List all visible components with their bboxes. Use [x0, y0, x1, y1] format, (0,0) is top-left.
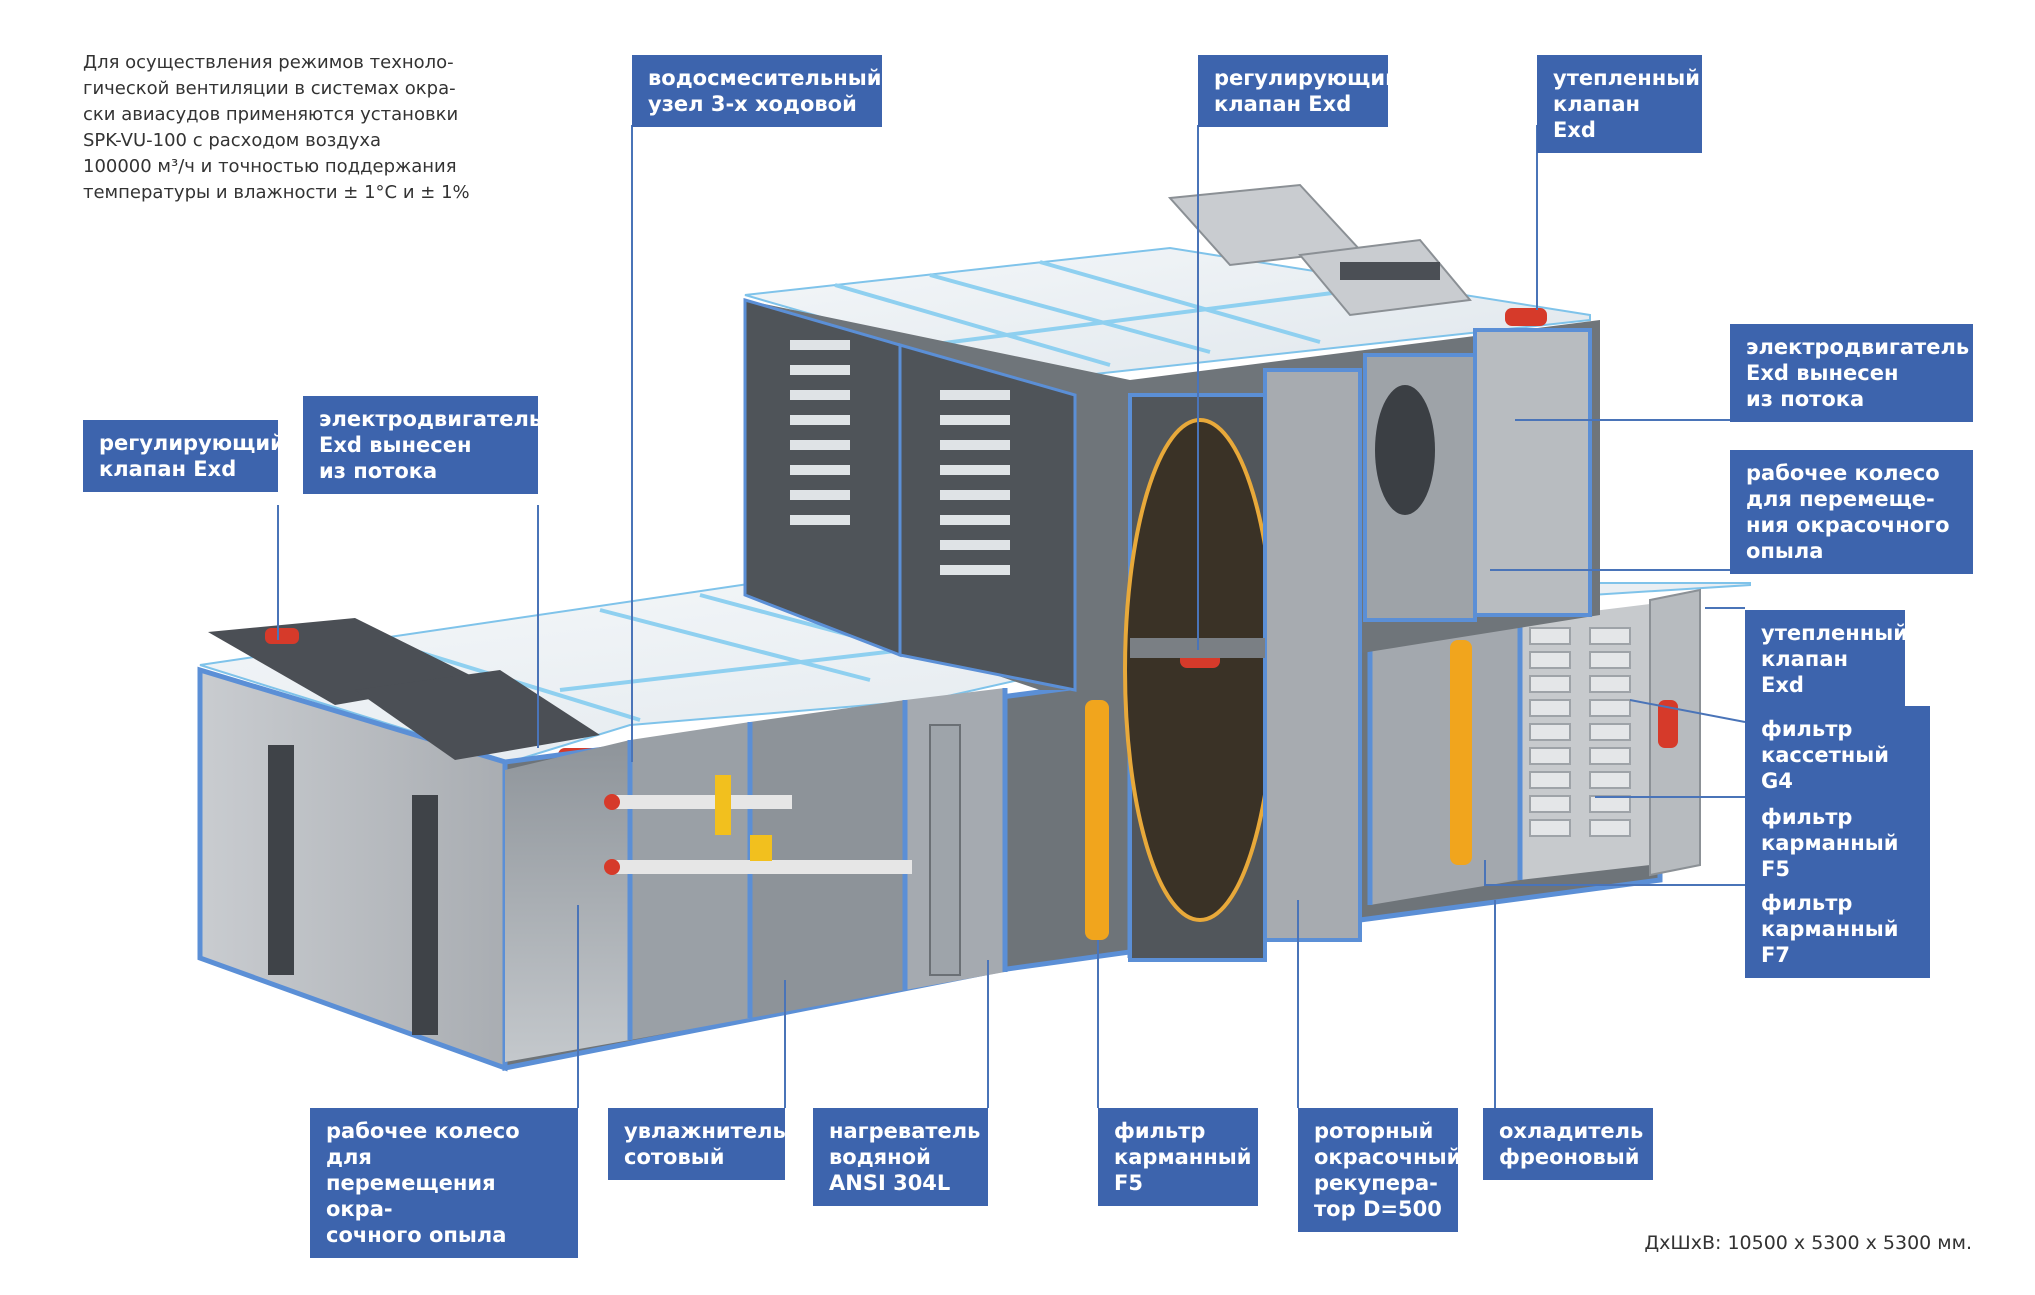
left-grille-1 — [268, 745, 294, 975]
label-filter-f5-bottom: фильтр карманный F5 — [1098, 1108, 1258, 1206]
upper-motor-chamber — [1473, 328, 1592, 617]
left-damper-motor — [265, 628, 299, 644]
label-heater: нагреватель водяной ANSI 304L — [813, 1108, 988, 1206]
heater-chamber — [750, 700, 905, 1018]
leader-paths — [277, 125, 1746, 1108]
heater-coil — [929, 724, 961, 976]
label-filter-g4: фильтр кассетный G4 — [1745, 706, 1930, 804]
top-damper-motor — [1505, 308, 1547, 326]
label-wheel-right: рабочее колесо для перемеще- ния окрасоч… — [1730, 450, 1973, 574]
label-motor-right: электродвигатель Exd вынесен из потока — [1730, 324, 1973, 422]
upper-filter-slats — [790, 340, 1010, 575]
intro-text: Для осуществления режимов техноло- гичес… — [83, 52, 470, 203]
label-humidifier: увлажнитель сотовый — [608, 1108, 786, 1180]
label-wheel-bottom: рабочее колесо для перемещения окра- соч… — [310, 1108, 578, 1258]
right-end-motor — [1658, 700, 1678, 748]
label-insulated-top: утепленный клапан Exd — [1537, 55, 1702, 153]
cooler-chamber — [1370, 620, 1520, 905]
label-filter-f5-right: фильтр карманный F5 — [1745, 794, 1930, 892]
label-cooler: охладитель фреоновый — [1483, 1108, 1653, 1180]
pocket-filter-f5 — [1085, 700, 1109, 940]
label-water-mixing: водосмесительный узел 3-х ходовой — [632, 55, 882, 127]
top-damper-grille — [1340, 262, 1440, 280]
label-damper-top: регулирующий клапан Exd — [1198, 55, 1400, 127]
leader-filter-f7 — [1484, 860, 1745, 886]
fan-chamber — [505, 740, 630, 1062]
label-recuperator: роторный окрасочный рекупера- тор D=500 — [1298, 1108, 1461, 1232]
label-insulated-right: утепленный клапан Exd — [1745, 610, 1908, 708]
upper-roof-seams — [834, 260, 1341, 367]
pocket-filter-f5-right — [1450, 640, 1472, 865]
mixing-pipes — [604, 775, 912, 875]
g4-fins — [1529, 627, 1631, 837]
dimensions-text: ДхШхВ: 10500 x 5300 x 5300 мм. — [1644, 1232, 1972, 1254]
upper-section — [743, 183, 1600, 962]
label-damper-left: регулирующий клапан Exd — [83, 420, 285, 492]
upper-fan-wheel — [1375, 385, 1435, 515]
bypass-duct — [1263, 368, 1362, 942]
left-grille-2 — [412, 795, 438, 1035]
label-motor-left: электродвигатель Exd вынесен из потока — [303, 396, 542, 494]
leader-filter-g4 — [1629, 699, 1746, 723]
label-filter-f7: фильтр карманный F7 — [1745, 880, 1930, 978]
